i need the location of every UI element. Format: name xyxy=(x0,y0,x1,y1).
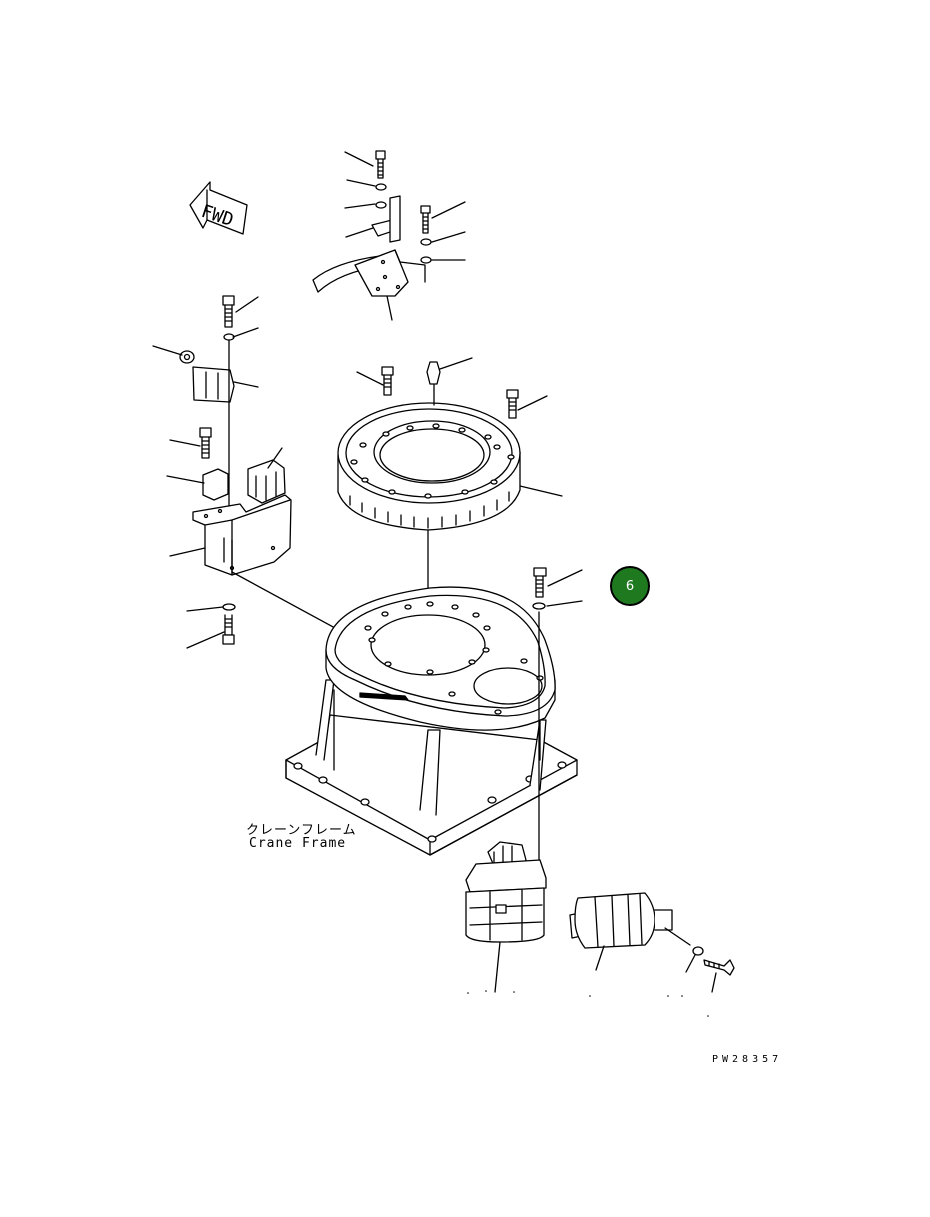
swivel-joint xyxy=(569,892,735,993)
right-bolt xyxy=(532,567,583,861)
crane-frame xyxy=(285,586,578,856)
top-bracket-assembly xyxy=(312,150,466,321)
swing-bearing xyxy=(337,357,563,601)
left-bracket-assembly xyxy=(152,295,371,649)
item-number-badge[interactable]: 6 xyxy=(610,566,650,606)
fwd-arrow: FWD xyxy=(189,181,248,235)
drawing-number: PW28357 xyxy=(712,1054,783,1065)
badge-number: 6 xyxy=(625,578,635,594)
dots xyxy=(467,990,709,1017)
crane-frame-label-jp: クレーンフレーム xyxy=(246,823,357,838)
swing-motor xyxy=(465,841,547,993)
crane-frame-label-en: Crane Frame xyxy=(249,836,347,851)
